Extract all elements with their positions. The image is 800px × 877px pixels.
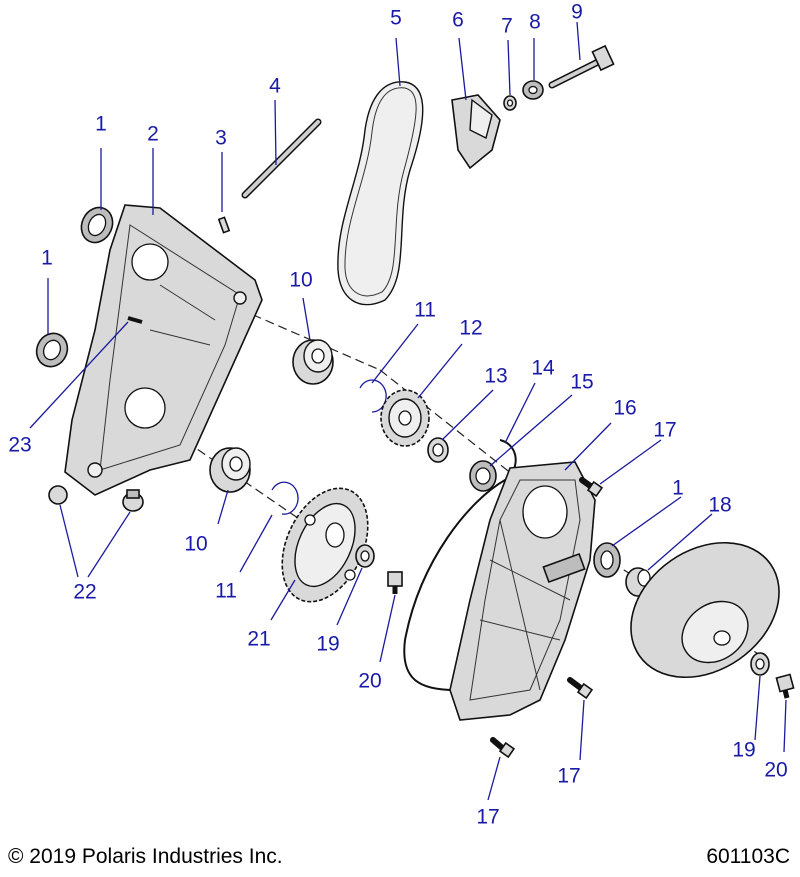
callout-23: 23 [8, 433, 32, 457]
plug-right [122, 489, 144, 512]
dowel-pin [217, 216, 231, 234]
callout-16: 16 [613, 396, 637, 420]
inner-chaincase-housing [64, 204, 263, 496]
drive-chain [337, 81, 424, 306]
plug-left [48, 485, 68, 505]
chain-tensioner [451, 94, 501, 170]
drive-sprocket [380, 389, 430, 447]
callout-5: 5 [390, 6, 402, 30]
callout-3: 3 [215, 126, 227, 150]
callout-1-right: 1 [672, 476, 684, 500]
callout-14: 14 [531, 356, 555, 380]
callout-17-lower: 17 [476, 805, 500, 829]
callout-8: 8 [529, 10, 541, 34]
callout-12: 12 [459, 316, 483, 340]
callout-15: 15 [570, 370, 594, 394]
seal-right [593, 542, 621, 578]
cover-bolt-middle [567, 677, 594, 700]
callout-19-right: 19 [732, 738, 756, 762]
callout-1-lower-left: 1 [41, 246, 53, 270]
callout-20-right: 20 [764, 758, 788, 782]
callout-2: 2 [147, 122, 159, 146]
sprocket-bolt-right [775, 673, 795, 699]
bearing-lower [209, 447, 251, 493]
bearing-upper [292, 339, 334, 385]
callout-6: 6 [452, 8, 464, 32]
copyright-notice: © 2019 Polaris Industries Inc. [8, 845, 283, 868]
callout-11-upper: 11 [414, 298, 436, 322]
callout-21: 21 [247, 627, 271, 651]
callout-19-left: 19 [316, 632, 340, 656]
callout-9: 9 [571, 0, 583, 24]
callout-4: 4 [269, 74, 281, 98]
callout-22: 22 [73, 580, 97, 604]
callout-17-middle: 17 [557, 764, 581, 788]
callout-18: 18 [708, 493, 732, 517]
callout-20-left: 20 [358, 669, 382, 693]
callout-11-lower: 11 [215, 579, 237, 603]
brake-disc [630, 541, 780, 679]
seal-left-upper [80, 206, 114, 244]
snap-ring-lower [271, 481, 299, 515]
cover-bolt-upper [579, 477, 604, 498]
callout-1-upper-left: 1 [95, 112, 107, 136]
stud [127, 316, 143, 324]
callout-13: 13 [484, 364, 508, 388]
outer-chaincase-cover [449, 461, 596, 721]
callout-10-upper: 10 [289, 268, 313, 292]
callout-7: 7 [501, 14, 513, 38]
adjuster-bolt [548, 44, 615, 89]
sprocket-bolt-left [387, 571, 403, 594]
cover-bolt-lower [490, 737, 516, 759]
callout-17-upper: 17 [653, 418, 677, 442]
callout-10-lower: 10 [184, 532, 208, 556]
seal-left-lower [35, 332, 69, 368]
snap-ring-upper [359, 379, 387, 413]
callout-leaders [29, 21, 787, 801]
drawing-number: 601103C [706, 845, 790, 868]
